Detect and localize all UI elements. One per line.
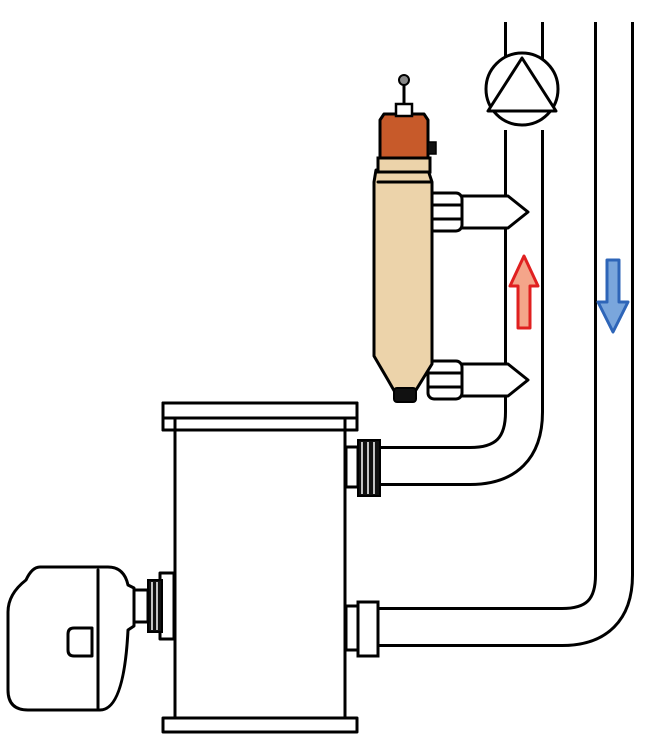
- separator-drain: [393, 387, 417, 403]
- return-inlet-flange: [344, 600, 380, 658]
- return-flow-arrow: [596, 258, 630, 334]
- burner-knob: [66, 626, 94, 658]
- dirt-separator: [372, 74, 530, 403]
- separator-body: [372, 168, 434, 396]
- return-pipe: [372, 22, 634, 647]
- boiler-top-flange: [161, 401, 359, 420]
- supply-outlet-coupling: [344, 439, 381, 497]
- air-vent-valve: [394, 102, 414, 118]
- boiler-body: [173, 416, 347, 732]
- boiler-bottom-flange: [161, 716, 359, 734]
- separator-cap: [378, 112, 430, 162]
- pump-symbol: [484, 51, 560, 127]
- supply-flow-arrow: [508, 254, 540, 330]
- boiler: [161, 401, 359, 734]
- air-vent-knob: [398, 74, 410, 86]
- separator-lower-nut: [426, 359, 464, 401]
- burner: [6, 565, 176, 712]
